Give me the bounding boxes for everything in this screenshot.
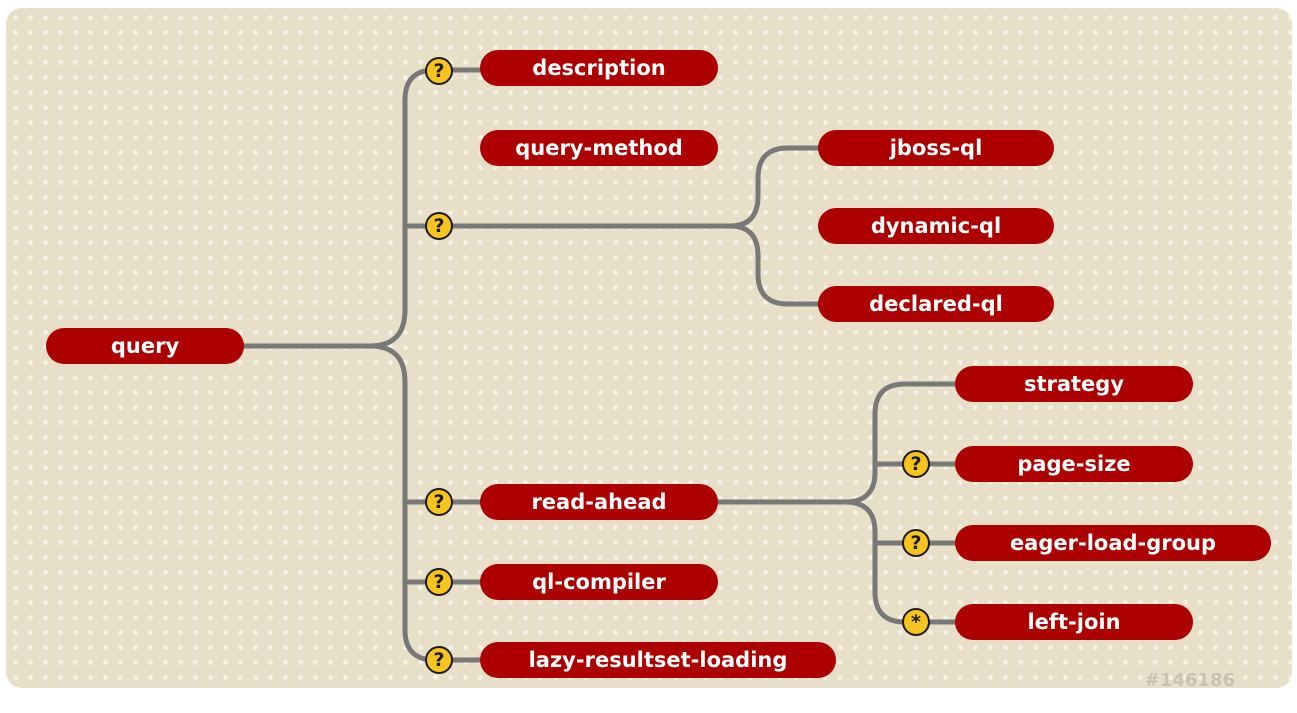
node-declared-ql: declared-ql: [818, 286, 1054, 322]
node-query-method: query-method: [480, 130, 718, 166]
optional-marker: ?: [425, 57, 453, 85]
node-ql-compiler: ql-compiler: [480, 564, 718, 600]
watermark-id: #146186: [1144, 670, 1235, 691]
optional-marker: ?: [425, 488, 453, 516]
node-page-size: page-size: [955, 446, 1193, 482]
node-query: query: [46, 328, 244, 364]
optional-marker: ?: [425, 646, 453, 674]
node-strategy: strategy: [955, 366, 1193, 402]
optional-marker: ?: [902, 450, 930, 478]
node-read-ahead: read-ahead: [480, 484, 718, 520]
diagram-canvas: [6, 8, 1292, 688]
optional-marker: ?: [425, 568, 453, 596]
zero-or-more-marker: *: [902, 608, 930, 636]
node-left-join: left-join: [955, 604, 1193, 640]
node-dynamic-ql: dynamic-ql: [818, 208, 1054, 244]
node-eager-load-group: eager-load-group: [955, 525, 1271, 561]
node-description: description: [480, 50, 718, 86]
node-jboss-ql: jboss-ql: [818, 130, 1054, 166]
optional-marker: ?: [902, 529, 930, 557]
node-lazy-resultset-loading: lazy-resultset-loading: [480, 642, 836, 678]
optional-marker: ?: [425, 212, 453, 240]
